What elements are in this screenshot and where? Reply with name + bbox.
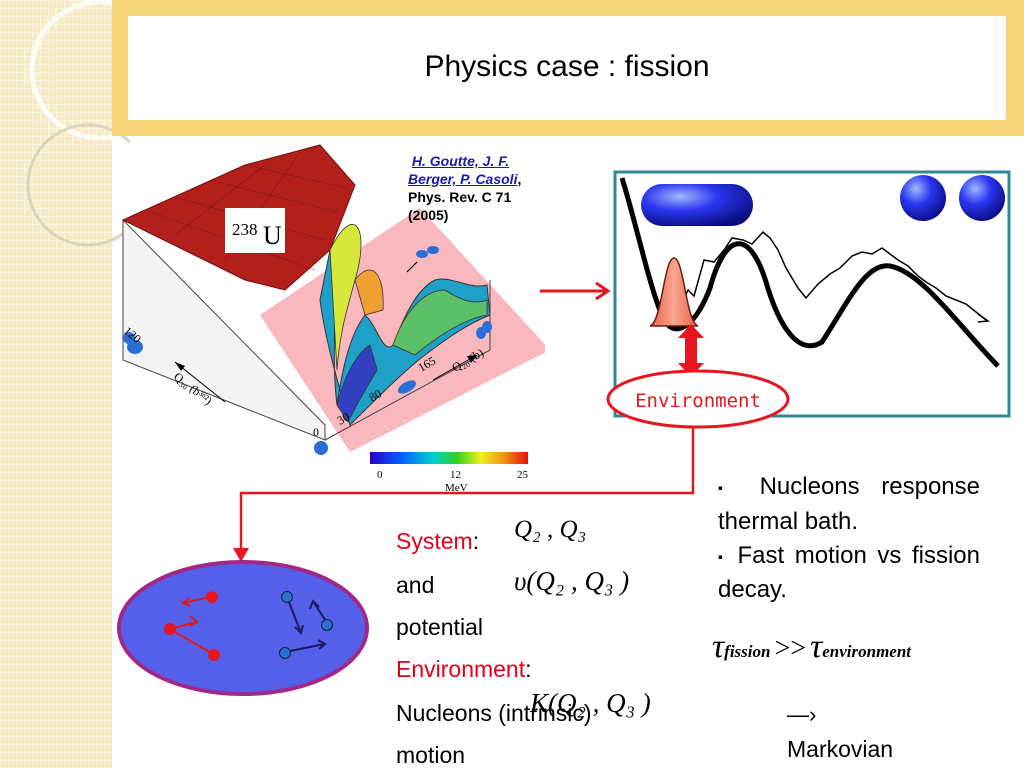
system-line: System: bbox=[396, 528, 479, 555]
tau-symbol-2: τ bbox=[810, 628, 823, 665]
nucleon-blue-1 bbox=[281, 591, 293, 603]
reference-citation: H. Goutte, J. F. Berger, P. Casoli, Phys… bbox=[408, 152, 568, 224]
slide-title: Physics case : fission bbox=[424, 50, 710, 83]
bullet-text-1: Nucleons response thermal bath. bbox=[718, 473, 980, 535]
timescale-inequality: τfission >> τenvironment bbox=[712, 628, 1002, 666]
nucleon-system-diagram bbox=[117, 560, 369, 696]
bullet-marker-2: ▪ bbox=[718, 548, 727, 565]
nucleon-system-ellipse bbox=[117, 560, 369, 696]
fragment-right bbox=[959, 175, 1005, 221]
noisy-trajectory bbox=[679, 230, 987, 321]
nucleon-blue-2 bbox=[321, 619, 333, 631]
implies-arrow: —› bbox=[787, 702, 817, 727]
environment-ellipse bbox=[606, 369, 790, 429]
system-colon: : bbox=[472, 528, 480, 554]
reference-journal: Phys. Rev. C 71 bbox=[408, 189, 512, 205]
reference-year: (2005) bbox=[408, 207, 449, 223]
potential-formula: υ(Q₂ , Q₃ ) bbox=[514, 566, 630, 596]
colorbar-tick-12: 12 bbox=[450, 469, 461, 481]
fission-subscript: fission bbox=[724, 642, 771, 661]
system-word: System bbox=[396, 528, 473, 554]
potential-word: potential bbox=[396, 614, 483, 640]
nucleus-label-box bbox=[225, 208, 285, 253]
potential-energy-surface: 238 U 120 0 30 80 165 Q₃₀ (b³ᵟ²) Q₂₀ (b) bbox=[121, 144, 545, 455]
reference-authors-line1[interactable]: H. Goutte, J. F. bbox=[411, 153, 510, 169]
shape-blob-elongated bbox=[397, 380, 417, 394]
tau-symbol-1: τ bbox=[712, 628, 725, 665]
shape-blob-scission bbox=[416, 250, 428, 258]
bullet-list: ▪ Nucleons response thermal bath. ▪ Fast… bbox=[718, 470, 980, 607]
kinetic-formula: K(Q₂ , Q₃ ) bbox=[530, 688, 651, 718]
nucleon-red-3 bbox=[208, 649, 220, 661]
motion-word: motion bbox=[396, 742, 466, 768]
colorbar-tick-0: 0 bbox=[377, 469, 383, 481]
bullet-marker-1: ▪ bbox=[718, 479, 738, 496]
reference-authors-line2[interactable]: Berger, P. Casoli bbox=[408, 171, 518, 187]
colorbar-tick-25: 25 bbox=[517, 469, 529, 481]
nucleon-blue-3 bbox=[279, 647, 291, 659]
and-word: and bbox=[396, 572, 435, 598]
elongated-nucleus bbox=[641, 184, 753, 226]
surface-box-left-face bbox=[122, 218, 326, 441]
markovian-label: Markovian bbox=[787, 736, 894, 762]
energy-colorbar: 0 12 25 MeV bbox=[370, 452, 529, 494]
environment-line: Environment: bbox=[396, 656, 532, 683]
bullet-text-2: Fast motion vs fission decay. bbox=[718, 541, 980, 604]
connector-to-system bbox=[233, 490, 695, 562]
title-box bbox=[128, 16, 1006, 120]
nucleon-red-1 bbox=[206, 591, 218, 603]
decorative-rings bbox=[26, 0, 130, 247]
fragment-left bbox=[900, 175, 946, 221]
much-greater-symbol: >> bbox=[774, 633, 807, 664]
bullet-item-2: ▪ Fast motion vs fission decay. bbox=[718, 539, 980, 608]
shape-blob-ground bbox=[314, 441, 328, 455]
nucleons-intrinsic: Nucleons (intrinsic) bbox=[396, 700, 592, 726]
axis-q30-arrow bbox=[174, 361, 226, 403]
environment-subscript: environment bbox=[822, 642, 912, 661]
nucleon-red-2 bbox=[164, 623, 176, 635]
left-decorative-pattern bbox=[0, 0, 112, 768]
system-variables: Q₂ , Q₃ bbox=[514, 516, 587, 543]
reference-comma: , bbox=[517, 171, 522, 187]
environment-colon: : bbox=[525, 656, 532, 682]
gaussian-packet bbox=[649, 257, 699, 327]
environment-label: Environment bbox=[635, 390, 761, 412]
bullet-item-1: ▪ Nucleons response thermal bath. bbox=[718, 470, 980, 539]
colorbar-unit: MeV bbox=[445, 482, 468, 494]
colorbar-gradient bbox=[370, 452, 528, 464]
potential-panel: Environment bbox=[540, 170, 1011, 493]
environment-word: Environment bbox=[396, 656, 526, 682]
nucleus-mass: 238 bbox=[232, 220, 258, 239]
tick-q30-0: 0 bbox=[313, 425, 319, 439]
double-arrow bbox=[678, 324, 704, 338]
nucleus-symbol: U bbox=[263, 221, 282, 250]
